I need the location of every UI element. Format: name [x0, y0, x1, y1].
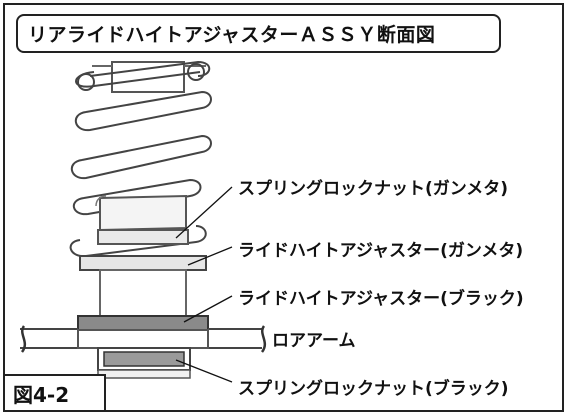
figure-label: 図4-2 [3, 374, 106, 412]
label-ride-height-adjuster-black: ライドハイトアジャスター(ブラック) [238, 289, 524, 309]
spring-lock-nut-gunmetal-part [95, 194, 189, 245]
lower-arm-part [20, 325, 267, 353]
leader-lines [175, 186, 233, 383]
spring-lock-nut-black-part [97, 347, 191, 379]
ride-height-adjuster-gunmetal-part [79, 255, 207, 317]
ride-height-adjuster-black-part [77, 315, 209, 331]
coil-spring [69, 60, 212, 258]
label-spring-lock-nut-black: スプリングロックナット(ブラック) [238, 379, 509, 399]
label-lower-arm: ロアアーム [272, 331, 356, 351]
diagram-title: リアライドハイトアジャスターＡＳＳＹ断面図 [16, 14, 501, 53]
label-ride-height-adjuster-gunmetal: ライドハイトアジャスター(ガンメタ) [238, 241, 524, 261]
label-spring-lock-nut-gunmetal: スプリングロックナット(ガンメタ) [238, 179, 509, 199]
upper-mount [92, 61, 206, 93]
